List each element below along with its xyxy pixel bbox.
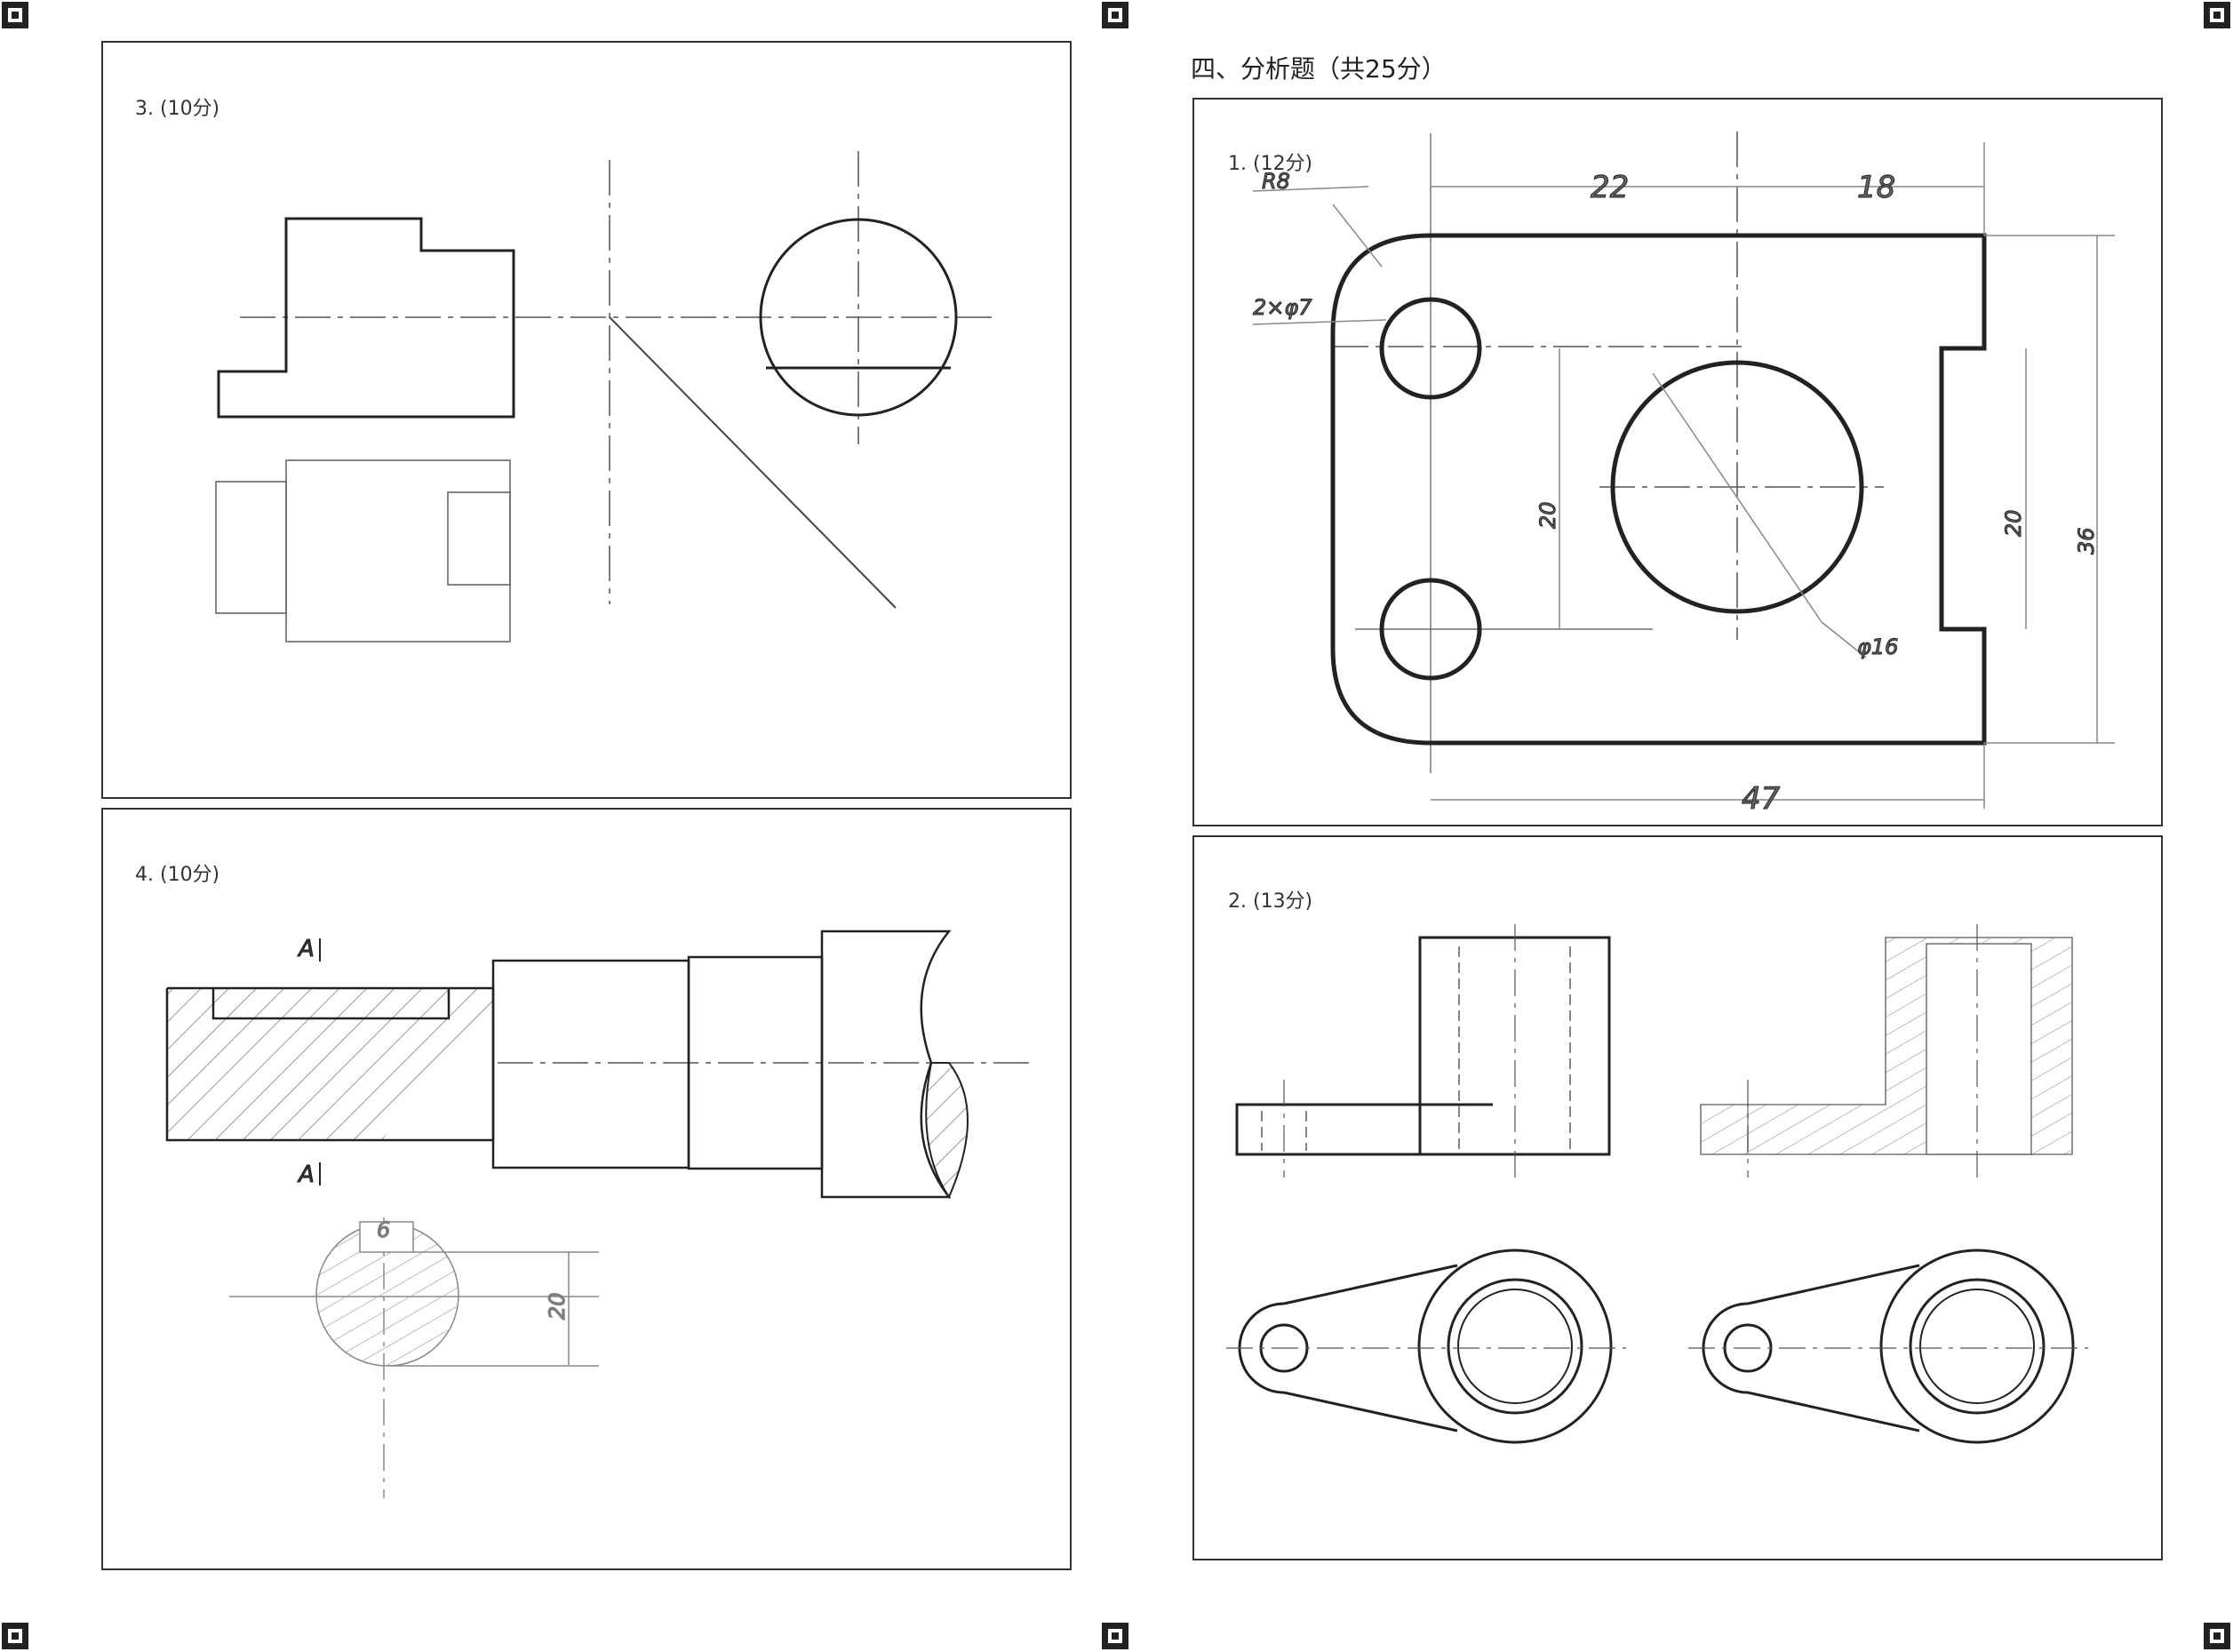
- a1-hole-top: [1379, 297, 1482, 400]
- a1-dim-47: 47: [1742, 781, 1781, 817]
- q4-keyway: [211, 988, 451, 1020]
- registration-marker-top-right: [2204, 2, 2230, 28]
- q4-shaft-end: [820, 930, 952, 1199]
- q4-section-view: 6 20: [229, 1217, 599, 1498]
- question-4-label: 4. (10分): [135, 864, 220, 886]
- q4-dim-height: 20: [545, 1292, 570, 1320]
- q4-dim-width: 6: [377, 1217, 390, 1242]
- a2-top-view-left: [1238, 1249, 1613, 1444]
- analysis-1-label: 1. (12分): [1228, 153, 1313, 175]
- a2-front-view-left: [1235, 936, 1611, 1156]
- a1-dim-20-right: 20: [2001, 509, 2026, 537]
- a1-dim-36: 36: [2074, 527, 2099, 555]
- a2-drawing: [1226, 924, 2088, 1444]
- a2-top-view-right: [1702, 1249, 2075, 1444]
- q3-front-view: [217, 217, 515, 419]
- q4-break-hatch: [925, 1062, 969, 1200]
- question-3-panel: [101, 41, 1072, 799]
- registration-marker-top-left: [2, 2, 28, 28]
- a1-holes: 2×φ7: [1253, 295, 1312, 320]
- registration-marker-top-center: [1102, 2, 1128, 28]
- a1-dim-16: φ16: [1857, 634, 1898, 659]
- a1-dim-22: 22: [1591, 170, 1629, 205]
- registration-marker-bottom-left: [2, 1623, 28, 1649]
- a1-large-hole: [1610, 360, 1864, 614]
- section-title: 四、分析题（共25分）: [1191, 54, 1447, 84]
- analysis-2-label: 2. (13分): [1228, 890, 1313, 913]
- q4-shaft-step-1: [491, 959, 690, 1169]
- analysis-1-panel: [1192, 98, 2163, 826]
- q3-drawing: [215, 151, 995, 642]
- q3-side-circle: [759, 218, 958, 417]
- a1-drawing: R8 2×φ7 22 18 47 20 20 36 φ16: [1253, 132, 2115, 818]
- q4-drawing: A A 6 20: [165, 930, 1031, 1498]
- q4-section-mark-top: A: [297, 936, 315, 962]
- question-3-label: 3. (10分): [135, 98, 220, 120]
- q3-miter-line: [609, 316, 897, 609]
- question-4-panel: [101, 808, 1072, 1570]
- registration-marker-bottom-right: [2204, 1623, 2230, 1649]
- a1-hole-bottom: [1379, 578, 1482, 681]
- q3-top-view: [215, 459, 511, 642]
- registration-marker-bottom-center: [1102, 1623, 1128, 1649]
- q4-hatched-section: [167, 988, 493, 1140]
- a1-dim-20-left: 20: [1535, 501, 1560, 529]
- a1-dim-18: 18: [1857, 170, 1895, 205]
- q4-section-mark-bottom: A: [297, 1161, 315, 1188]
- a1-radius: R8: [1262, 169, 1290, 194]
